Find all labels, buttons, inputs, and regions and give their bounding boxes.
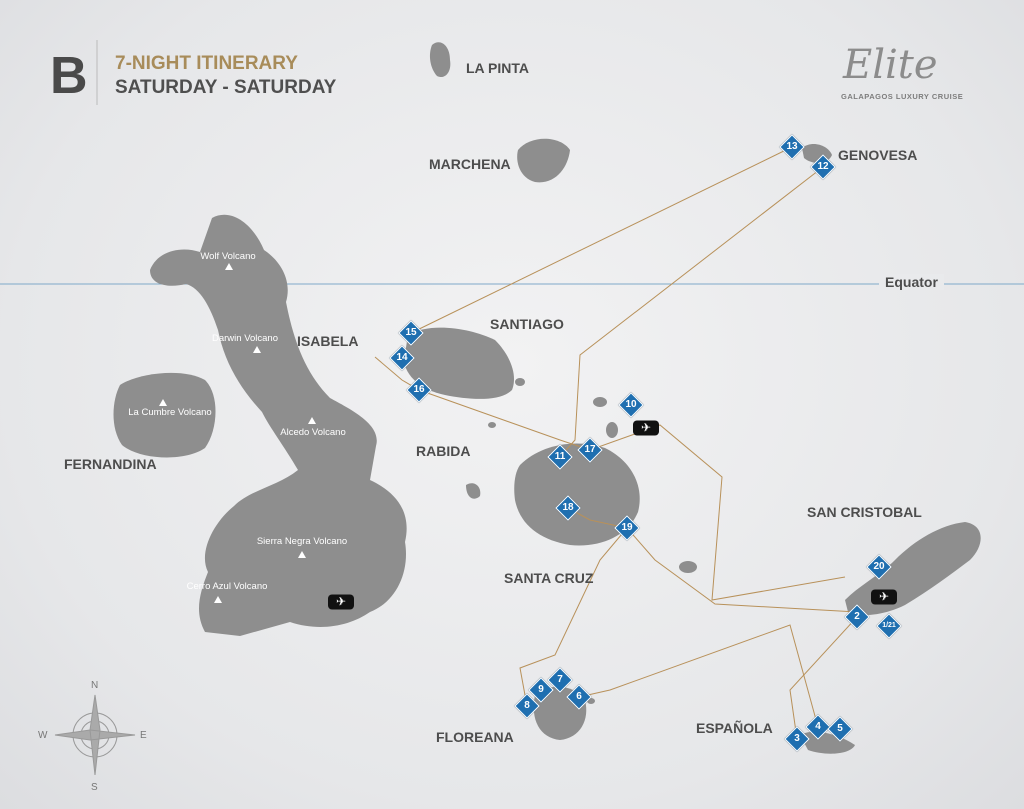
label-isabela: ISABELA [297, 333, 359, 349]
rabida-island [466, 483, 481, 499]
stop-number: 3 [794, 733, 800, 744]
santa-cruz-island [514, 443, 640, 546]
volcano-icon [214, 596, 222, 603]
airport-icon: ✈ [633, 420, 659, 436]
stop-number: 15 [405, 327, 417, 338]
isabela-island [150, 214, 407, 636]
stop-number: 2 [854, 611, 860, 622]
stop-number: 1/21 [882, 622, 896, 629]
logo: Elite [843, 42, 938, 88]
equator-label: Equator [879, 274, 944, 290]
label-genovesa: GENOVESA [838, 147, 918, 163]
itinerary-title: 7-NIGHT ITINERARY [115, 53, 298, 74]
label-espanola: ESPAÑOLA [696, 720, 773, 736]
compass-rose-icon [54, 694, 136, 776]
itinerary-days: SATURDAY - SATURDAY [115, 77, 337, 98]
stop-number: 18 [562, 502, 574, 513]
stop-number: 6 [576, 691, 582, 702]
label-cerro-azul-volcano: Cerro Azul Volcano [186, 581, 268, 592]
stop-number: 20 [873, 561, 885, 572]
stop-number: 12 [817, 161, 829, 172]
san-cristobal-island [845, 522, 981, 616]
label-darwin-volcano: Darwin Volcano [211, 333, 279, 344]
logo-tagline: GALAPAGOS LUXURY CRUISE [841, 92, 964, 101]
volcano-icon [298, 551, 306, 558]
label-sierra-negra-volcano: Sierra Negra Volcano [256, 536, 348, 547]
label-santiago: SANTIAGO [490, 316, 564, 332]
airport-icon: ✈ [871, 589, 897, 605]
stop-number: 10 [625, 399, 637, 410]
espanola-island [800, 731, 855, 754]
compass-w: W [38, 730, 48, 741]
stop-number: 5 [837, 723, 843, 734]
islands [113, 42, 981, 754]
stop-number: 11 [554, 451, 566, 462]
volcano-icon [225, 263, 233, 270]
stop-number: 14 [396, 352, 408, 363]
itinerary-letter: B [50, 47, 88, 105]
stop-number: 9 [538, 684, 544, 695]
label-santa-cruz: SANTA CRUZ [504, 570, 594, 586]
label-san-cristobal: SAN CRISTOBAL [807, 504, 922, 520]
compass-e: E [140, 730, 147, 741]
marchena-island [517, 138, 570, 183]
stop-number: 13 [786, 141, 798, 152]
label-rabida: RABIDA [416, 443, 471, 459]
santiago-island [404, 327, 515, 399]
label-wolf-volcano: Wolf Volcano [200, 251, 256, 262]
airport-icon: ✈ [328, 594, 354, 610]
label-la-cumbre-volcano: La Cumbre Volcano [128, 407, 212, 418]
label-la-pinta: LA PINTA [466, 60, 529, 76]
compass-s: S [91, 782, 98, 793]
stop-number: 8 [524, 700, 530, 711]
stop-number: 19 [621, 522, 633, 533]
label-marchena: MARCHENA [429, 156, 511, 172]
stop-number: 17 [584, 444, 596, 455]
stop-number: 16 [413, 384, 425, 395]
stop-number: 4 [815, 721, 821, 732]
label-floreana: FLOREANA [436, 729, 514, 745]
label-alcedo-volcano: Alcedo Volcano [280, 427, 346, 438]
volcano-icon [253, 346, 261, 353]
fernandina-island [113, 372, 216, 458]
volcano-icon [308, 417, 316, 424]
stop-number: 7 [557, 674, 563, 685]
volcano-icon [159, 399, 167, 406]
label-fernandina: FERNANDINA [64, 456, 157, 472]
la-pinta-island [429, 42, 451, 78]
compass-n: N [91, 680, 99, 691]
